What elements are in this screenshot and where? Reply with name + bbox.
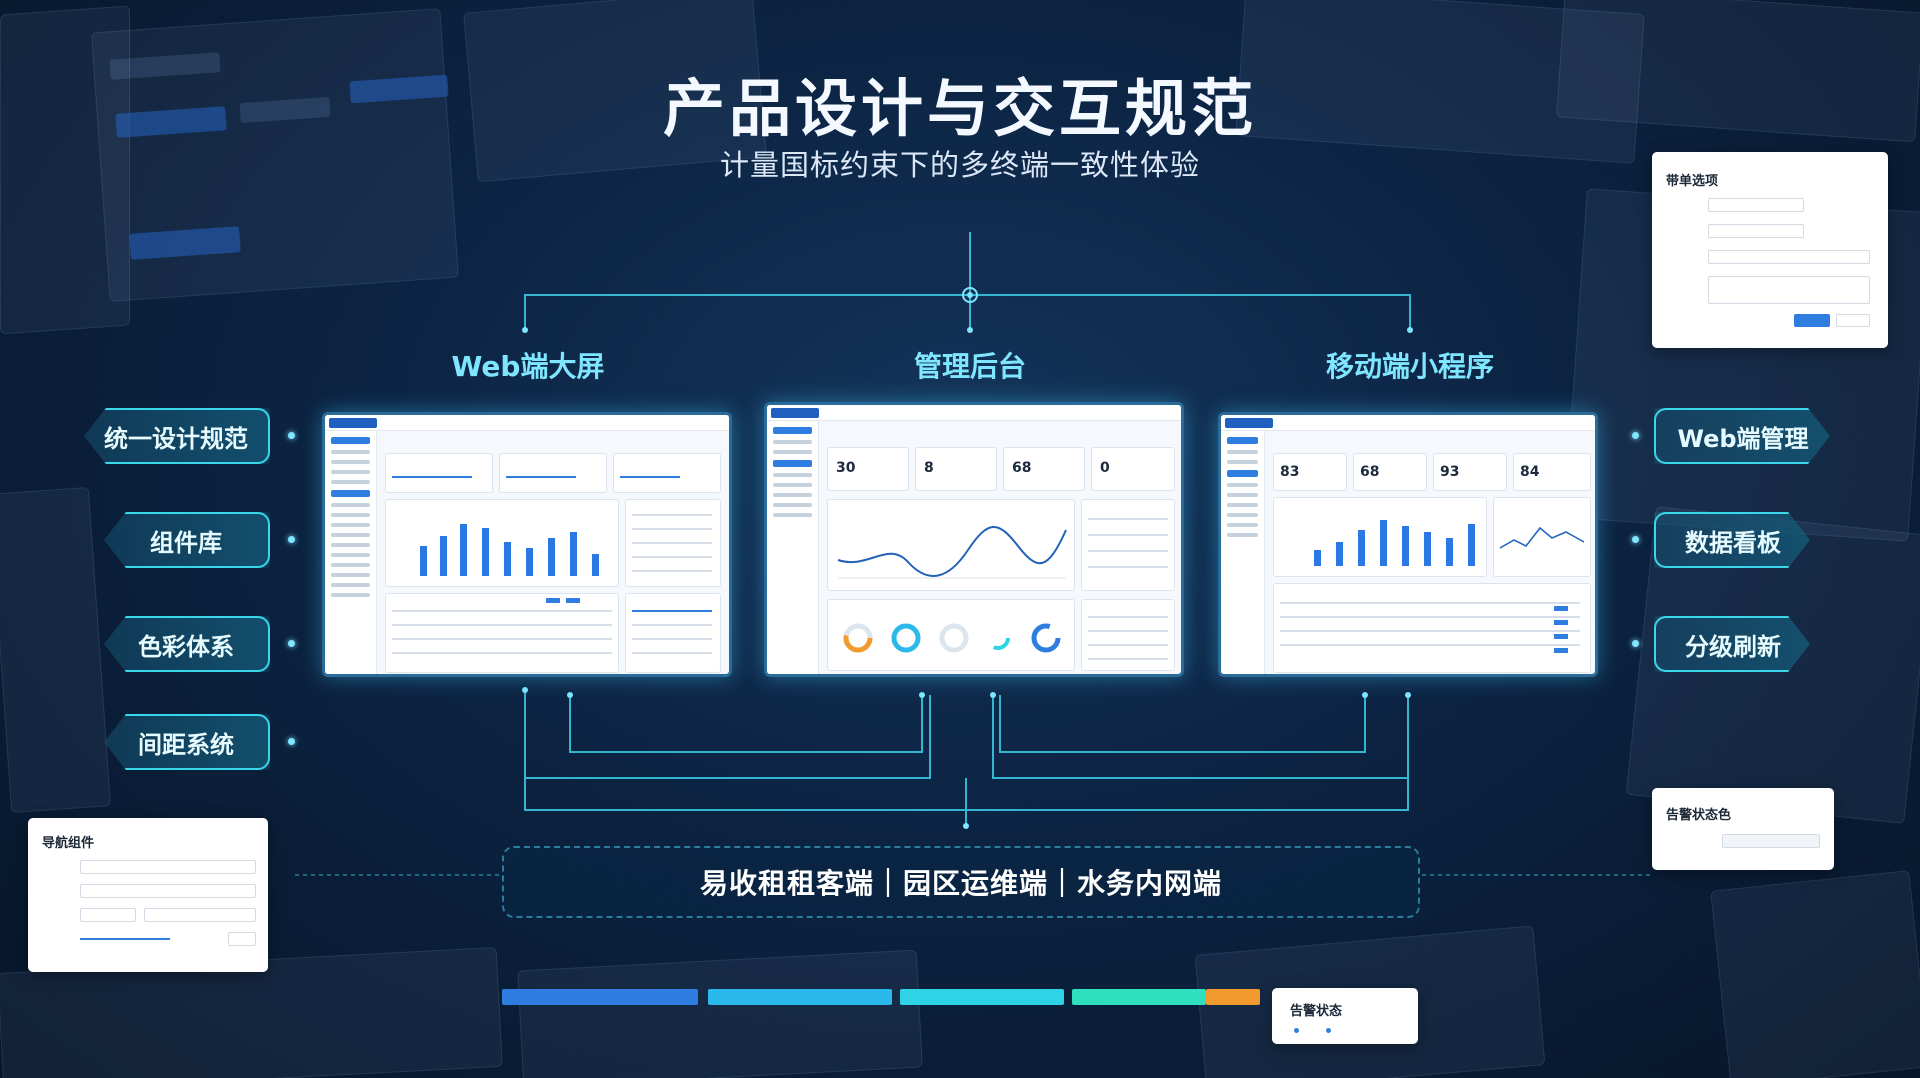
tag-tiered-refresh[interactable]: 分级刷新 [1654, 616, 1810, 672]
mobile-kpi-2: 68 [1360, 464, 1380, 480]
mobile-kpi-4: 84 [1520, 464, 1540, 480]
nav-component-title: 导航组件 [42, 836, 95, 851]
form-card-top-right: 带单选项 [1652, 152, 1888, 348]
form-cancel-button[interactable] [1836, 314, 1870, 327]
tag-unified-design[interactable]: 统一设计规范 [84, 408, 270, 464]
mobile-kpi-1: 83 [1280, 464, 1300, 480]
alert-status-title: 告警状态 [1290, 1004, 1343, 1019]
column-title-admin: 管理后台 [913, 350, 1026, 383]
screen-mobile-miniprogram: 83 68 93 84 [1218, 412, 1598, 677]
form-input[interactable] [1708, 250, 1870, 264]
color-swatch-teal [1072, 989, 1206, 1005]
platform-list: 易收租租客端｜园区运维端｜水务内网端 [502, 846, 1420, 918]
screen-web-dashboard [322, 412, 732, 677]
admin-donut-charts [843, 623, 1061, 653]
nav-small-button[interactable] [228, 932, 256, 946]
alert-status-card: 告警状态 [1272, 988, 1418, 1044]
screen-admin-backend: 30 8 68 0 [764, 402, 1184, 677]
tag-web-management[interactable]: Web端管理 [1654, 408, 1830, 464]
admin-kpi-3: 68 [1012, 460, 1032, 476]
form-input[interactable] [1708, 198, 1804, 212]
tag-component-library[interactable]: 组件库 [104, 512, 270, 568]
alert-color-title: 告警状态色 [1666, 808, 1732, 823]
alert-color-card: 告警状态色 [1652, 788, 1834, 870]
tag-color-system[interactable]: 色彩体系 [104, 616, 270, 672]
form-card-title: 带单选项 [1666, 174, 1719, 189]
connector-dot [288, 432, 295, 439]
admin-kpi-2: 8 [924, 460, 934, 476]
nav-link[interactable] [80, 938, 170, 940]
alert-color-input[interactable] [1722, 834, 1820, 848]
page-title: 产品设计与交互规范 [662, 72, 1257, 145]
mobile-kpi-3: 93 [1440, 464, 1460, 480]
admin-line-chart [837, 526, 1067, 579]
connector-dot [1632, 432, 1639, 439]
connector-dot [1632, 536, 1639, 543]
admin-kpi-4: 0 [1100, 460, 1110, 476]
status-dot [1294, 1028, 1299, 1033]
nav-component-card: 导航组件 [28, 818, 268, 972]
connector-dot [288, 640, 295, 647]
nav-input[interactable] [80, 860, 256, 874]
form-confirm-button[interactable] [1794, 314, 1830, 327]
status-dot [1326, 1028, 1331, 1033]
column-title-mobile: 移动端小程序 [1325, 350, 1494, 383]
color-swatch-blue [502, 989, 698, 1005]
tag-data-dashboard[interactable]: 数据看板 [1654, 512, 1810, 568]
page-subtitle: 计量国标约束下的多终端一致性体验 [719, 148, 1200, 182]
color-swatch-cyan [900, 989, 1064, 1005]
column-title-web: Web端大屏 [451, 350, 605, 383]
color-swatch-sky [708, 989, 892, 1005]
nav-input[interactable] [144, 908, 256, 922]
connector-dot [1632, 640, 1639, 647]
color-swatch-orange [1206, 989, 1260, 1005]
tag-spacing-system[interactable]: 间距系统 [104, 714, 270, 770]
admin-kpi-1: 30 [836, 460, 856, 476]
form-select[interactable] [1708, 224, 1804, 238]
nav-input-short[interactable] [80, 908, 136, 922]
nav-select[interactable] [80, 884, 256, 898]
connector-dot [288, 536, 295, 543]
connector-dot [288, 738, 295, 745]
mobile-line-chart [1499, 526, 1585, 549]
form-textarea[interactable] [1708, 276, 1870, 304]
